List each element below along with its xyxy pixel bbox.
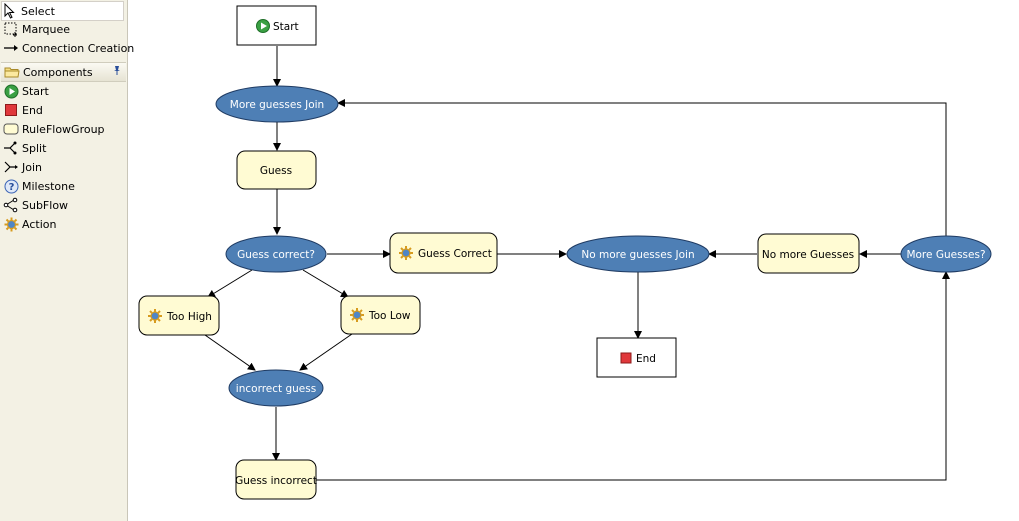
connection-too-low-to-incorrect[interactable] (299, 333, 353, 371)
ruleflow-canvas[interactable]: Start More guesses Join Guess Guess corr… (129, 0, 1019, 521)
node-incorrect-guess-join[interactable]: incorrect guess (228, 369, 324, 407)
subflow-icon (3, 197, 19, 213)
node-guess-incorrect[interactable]: Guess incorrect (235, 459, 317, 500)
palette: Select Marquee Connection Creation Compo… (0, 0, 134, 521)
svg-text:?: ? (8, 182, 14, 193)
node-label: Guess correct? (237, 249, 315, 261)
milestone-icon: ? (3, 178, 19, 194)
connection-more-guesses-to-join[interactable] (337, 99, 947, 236)
node-label: Too Low (368, 310, 411, 322)
palette-component-label: Action (22, 217, 57, 231)
palette-component-label: RuleFlowGroup (22, 122, 105, 136)
node-label: Guess incorrect (235, 475, 317, 487)
node-guess-correct-split[interactable]: Guess correct? (225, 235, 327, 273)
components-drawer-header[interactable]: Components (1, 62, 126, 82)
palette-component-subflow[interactable]: SubFlow (3, 196, 68, 214)
palette-component-label: Join (22, 160, 43, 174)
action-gear-icon (3, 216, 19, 232)
palette-component-start[interactable]: Start (3, 82, 49, 100)
palette-component-label: Milestone (22, 179, 75, 193)
connection-split-to-too-high[interactable] (207, 269, 253, 298)
node-label: incorrect guess (236, 383, 316, 395)
folder-icon (4, 64, 20, 80)
action-gear-icon (147, 308, 163, 324)
start-play-icon (256, 19, 270, 33)
ruleflowgroup-icon (3, 121, 19, 137)
start-play-icon (3, 83, 19, 99)
connection-too-high-to-incorrect[interactable] (204, 334, 256, 371)
palette-tool-select[interactable]: Select (1, 1, 124, 21)
action-gear-icon (349, 307, 365, 323)
palette-tool-label: Select (21, 4, 55, 18)
palette-tool-connection-creation[interactable]: Connection Creation (3, 39, 134, 57)
end-stop-icon (620, 352, 632, 364)
palette-component-milestone[interactable]: ? Milestone (3, 177, 75, 195)
palette-component-end[interactable]: End (3, 101, 43, 119)
palette-component-label: SubFlow (22, 198, 69, 212)
node-end[interactable]: End (596, 337, 677, 378)
arrow-pointer-icon (2, 3, 18, 19)
node-more-guesses-join[interactable]: More guesses Join (215, 85, 339, 123)
node-label: No more guesses Join (581, 249, 694, 261)
connection-guess-incorrect-to-more-guesses[interactable] (316, 271, 950, 481)
node-too-high[interactable]: Too High (138, 295, 220, 336)
node-guess[interactable]: Guess (236, 150, 317, 190)
connection-arrow-icon (3, 40, 19, 56)
node-no-more-guesses[interactable]: No more Guesses (757, 233, 860, 274)
node-label: More guesses Join (230, 99, 324, 111)
palette-component-split[interactable]: Split (3, 139, 46, 157)
node-label: Guess (260, 165, 292, 177)
palette-tool-label: Connection Creation (22, 41, 135, 55)
palette-component-label: Split (22, 141, 47, 155)
palette-component-action[interactable]: Action (3, 215, 56, 233)
pin-icon[interactable] (112, 65, 122, 78)
node-label: Too High (166, 311, 212, 323)
palette-component-label: Start (22, 84, 49, 98)
components-header-label: Components (23, 65, 93, 79)
connection-split-to-too-low[interactable] (302, 269, 349, 298)
node-label: No more Guesses (762, 249, 854, 261)
split-icon (3, 140, 19, 156)
action-gear-icon (398, 245, 414, 261)
palette-tool-label: Marquee (22, 22, 71, 36)
join-icon (3, 159, 19, 175)
palette-component-label: End (22, 103, 43, 117)
palette-component-join[interactable]: Join (3, 158, 42, 176)
end-stop-icon (3, 102, 19, 118)
node-too-low[interactable]: Too Low (340, 295, 421, 335)
node-start[interactable]: Start (236, 5, 317, 46)
node-more-guesses-split[interactable]: More Guesses? (900, 235, 992, 273)
node-label: More Guesses? (906, 249, 985, 261)
node-guess-correct-action[interactable]: Guess Correct (389, 232, 498, 274)
node-no-more-guesses-join[interactable]: No more guesses Join (566, 235, 710, 273)
node-label: End (636, 353, 656, 365)
node-label: Guess Correct (418, 248, 492, 260)
palette-component-ruleflowgroup[interactable]: RuleFlowGroup (3, 120, 105, 138)
node-label: Start (273, 21, 299, 33)
marquee-icon (3, 21, 19, 37)
palette-tool-marquee[interactable]: Marquee (3, 20, 70, 38)
